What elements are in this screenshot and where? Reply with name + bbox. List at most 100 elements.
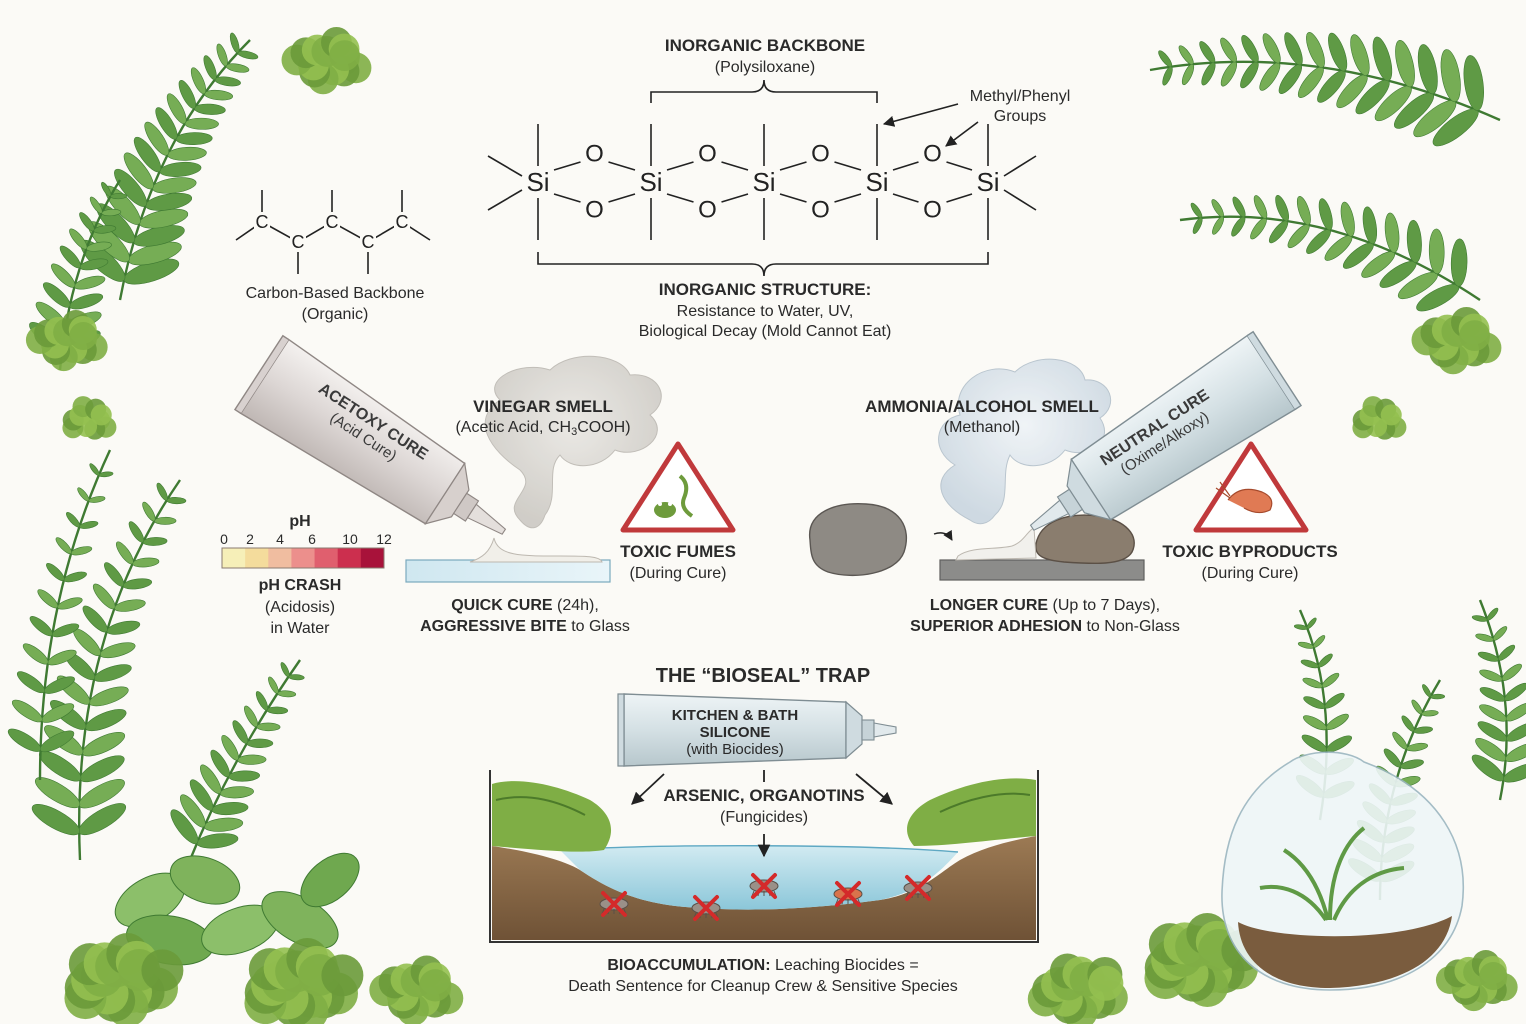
bioaccumulation-line-1: BIOACCUMULATION: Leaching Biocides = (540, 956, 986, 975)
superior-adhesion-rest: to Non-Glass (1082, 618, 1180, 635)
superior-adhesion-bold: SUPERIOR ADHESION (910, 618, 1083, 635)
bioaccumulation-bold: BIOACCUMULATION: (607, 957, 771, 974)
fern-frond (31, 479, 187, 861)
bioaccumulation-rest: Leaching Biocides = (770, 957, 919, 974)
longer-cure-line: LONGER CURE (Up to 7 Days), (890, 596, 1200, 615)
rock-right (1035, 514, 1135, 565)
arrow-methyl-2 (945, 121, 979, 147)
moss-clump (281, 27, 372, 95)
ph-color-segment (268, 548, 292, 568)
backbone-title: INORGANIC BACKBONE (664, 36, 866, 55)
longer-cure-rest: (Up to 7 Days), (1048, 597, 1161, 614)
bottom-bracket (537, 252, 989, 277)
vinegar-sub-3: 3 (571, 426, 578, 438)
oxygen-atom: O (585, 197, 604, 224)
moss-clump (1144, 913, 1264, 1007)
longer-cure-bold: LONGER CURE (929, 597, 1049, 614)
red-x-icon (905, 875, 931, 901)
backbone-subtitle: (Polysiloxane) (714, 59, 816, 76)
toxic-fumes-warning-icon (620, 441, 736, 533)
neutral-smoke (938, 358, 1112, 525)
moss-clump (1027, 953, 1128, 1024)
silicon-atom: Si (752, 167, 775, 197)
silicon-atom: Si (976, 167, 999, 197)
fern-frond (1179, 194, 1481, 312)
plant-leaf (300, 852, 360, 908)
red-x-icon (601, 891, 627, 917)
oxygen-atom: O (585, 141, 604, 168)
moss-clump (1352, 396, 1407, 440)
kitchen-bath-tube (617, 693, 897, 767)
ph-crash-sub-2: in Water (270, 620, 330, 637)
silicon-atom: Si (639, 167, 662, 197)
ph-scale-bar (221, 547, 385, 569)
ph-color-segment (222, 548, 246, 568)
ph-crash-title: pH CRASH (258, 577, 342, 594)
carbon-atom: C (362, 232, 375, 252)
ph-title: pH (289, 513, 311, 530)
glass-terrarium (1221, 751, 1464, 991)
neutral-tube (1029, 330, 1303, 531)
ph-bar-outline (221, 547, 385, 569)
ph-color-segment (245, 548, 269, 568)
sealant-bead (469, 537, 603, 563)
oxygen-atom: O (811, 197, 830, 224)
vinegar-sub-pre: (Acetic Acid, CH (455, 419, 572, 436)
polysiloxane-diagram (487, 79, 1037, 277)
structure-line-2: Biological Decay (Mold Cannot Eat) (638, 323, 892, 340)
carbon-label-organic: (Organic) (301, 306, 369, 323)
moss-clump (244, 938, 364, 1024)
vinegar-title: VINEGAR SMELL (473, 397, 613, 416)
ph-tick-label: 2 (246, 531, 254, 547)
silicon-atom: Si (865, 167, 888, 197)
oxygen-atom: O (698, 197, 717, 224)
red-x-icon (835, 881, 861, 907)
quick-cure-bold: QUICK CURE (451, 597, 553, 614)
toxic-byproducts-warning-icon (1193, 441, 1309, 533)
superior-adhesion-line: SUPERIOR ADHESION to Non-Glass (870, 617, 1220, 636)
carbon-atom: C (326, 212, 339, 232)
fern-frond (80, 32, 259, 301)
ammonia-title: AMMONIA/ALCOHOL SMELL (865, 397, 1099, 416)
carbon-atom: C (256, 212, 269, 232)
moss-clump (369, 955, 464, 1024)
oxygen-atom: O (698, 141, 717, 168)
structure-line-1: Resistance to Water, UV, (676, 303, 854, 320)
trap-title: THE “BIOSEAL” TRAP (655, 665, 871, 687)
quick-cure-rest: (24h), (552, 597, 599, 614)
fern-frond (170, 659, 305, 861)
ph-tick-label: 10 (342, 531, 358, 547)
ph-tick-label: 6 (308, 531, 316, 547)
ph-crash-sub-1: (Acidosis) (264, 599, 336, 616)
aggressive-bite-bold: AGGRESSIVE BITE (420, 618, 567, 635)
glass-slide (405, 559, 611, 583)
ph-color-segment (291, 548, 316, 568)
toxins-sub: (Fungicides) (719, 809, 809, 826)
ph-color-segment (360, 548, 385, 568)
fern-frond (1149, 32, 1501, 147)
vinegar-sub: (Acetic Acid, CH3COOH) (420, 418, 666, 439)
methyl-label: Methyl/Phenyl (969, 88, 1071, 105)
plant-leaf (169, 855, 241, 905)
botanical-border (7, 27, 1526, 1024)
moss-clump (62, 396, 117, 440)
vinegar-sub-post: COOH) (577, 419, 631, 436)
stone-base (939, 559, 1145, 581)
fern-frond (1471, 599, 1526, 801)
oxygen-atom: O (923, 197, 942, 224)
neutral-sealant-bead (955, 527, 1037, 561)
ph-color-segment (337, 548, 362, 568)
moss-clump (64, 933, 184, 1024)
trap-arrows (631, 770, 893, 858)
structure-title: INORGANIC STRUCTURE: (658, 280, 872, 299)
toxic-byproducts-sub: (During Cure) (1201, 565, 1299, 582)
carbon-atom: C (396, 212, 409, 232)
trap-tube-line-1: KITCHEN & BATH (671, 707, 799, 724)
carbon-label: Carbon-Based Backbone (245, 285, 425, 302)
trap-tube-line-2: SILICONE (699, 724, 771, 741)
acetoxy-tube (233, 334, 507, 535)
rock-left (809, 503, 908, 577)
silicon-atom: Si (526, 167, 549, 197)
